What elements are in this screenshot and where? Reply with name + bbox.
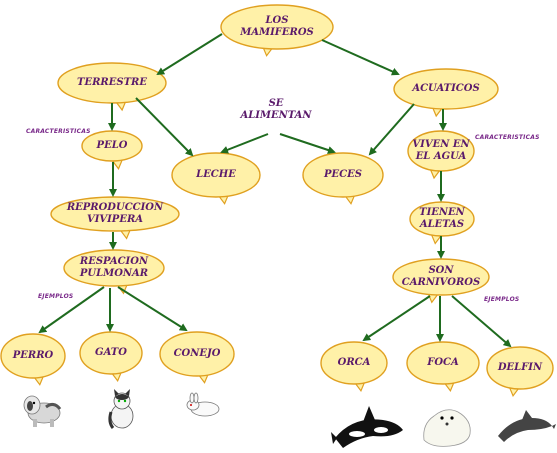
node-acuaticos: ACUATICOS: [412, 83, 480, 94]
bubble-acuaticos: [393, 68, 499, 118]
arrow-acuaticos-peces: [368, 103, 415, 156]
arrow-carnivoros-delfin: [451, 295, 512, 348]
node-respiracion: RESPACION PULMONAR: [79, 256, 149, 279]
arrow-terrestre-leche: [135, 97, 194, 157]
node-terrestre: TERRESTRE: [77, 77, 147, 88]
bubble-peces: [302, 152, 384, 205]
seal-icon: [423, 409, 471, 447]
rabbit-icon: [186, 392, 220, 417]
bubble-mamiferos: [220, 4, 334, 57]
orca-icon: [331, 406, 403, 448]
arrow-respiracion-perro: [38, 286, 105, 334]
arrow-mamiferos-acuaticos: [321, 39, 400, 76]
bubble-aletas: [409, 201, 475, 245]
bubble-reproduccion: [50, 196, 180, 240]
node-reproduccion: REPRODUCCION VIVIPERA: [66, 202, 164, 225]
node-viven: VIVEN EN EL AGUA: [412, 139, 470, 162]
bubble-orca: [320, 341, 388, 393]
node-pelo: PELO: [96, 140, 128, 151]
node-perro: PERRO: [12, 350, 54, 361]
node-mamiferos: LOS MAMIFEROS: [240, 15, 314, 38]
node-foca: FOCA: [427, 357, 459, 368]
dolphin-icon: [498, 410, 556, 442]
arrow-carnivoros-orca: [362, 295, 431, 342]
note-ejemplos-right: EJEMPLOS: [484, 296, 520, 303]
label-se-alimentan: SE ALIMENTAN: [240, 98, 312, 121]
node-leche: LECHE: [196, 169, 236, 180]
arrow-alimentan-peces: [279, 133, 336, 154]
bubble-delfin: [486, 346, 554, 398]
bubble-respiracion: [63, 249, 165, 295]
node-orca: ORCA: [337, 357, 371, 368]
arrow-mamiferos-terrestre: [156, 33, 223, 76]
node-conejo: CONEJO: [173, 348, 221, 359]
cat-icon: [108, 389, 134, 429]
node-aletas: TIENEN ALETAS: [419, 207, 465, 230]
node-delfin: DELFIN: [497, 362, 543, 373]
bubble-conejo: [159, 331, 235, 384]
note-ejemplos-left: EJEMPLOS: [38, 293, 74, 300]
bubble-perro: [0, 333, 66, 386]
bubble-foca: [406, 341, 480, 393]
note-caracteristicas-right: CARACTERISTICAS: [475, 134, 540, 141]
note-caracteristicas-left: CARACTERISTICAS: [26, 128, 91, 135]
bubble-gato: [79, 331, 143, 383]
node-gato: GATO: [95, 347, 127, 358]
bubble-pelo: [81, 130, 143, 170]
node-peces: PECES: [324, 169, 362, 180]
node-carnivoros: SON CARNIVOROS: [401, 265, 481, 288]
arrow-alimentan-leche: [220, 133, 269, 154]
bubble-carnivoros: [392, 258, 490, 304]
arrow-respiracion-conejo: [117, 286, 188, 332]
bubble-terrestre: [57, 62, 167, 112]
dog-icon: [23, 395, 62, 427]
bubble-leche: [171, 152, 261, 205]
